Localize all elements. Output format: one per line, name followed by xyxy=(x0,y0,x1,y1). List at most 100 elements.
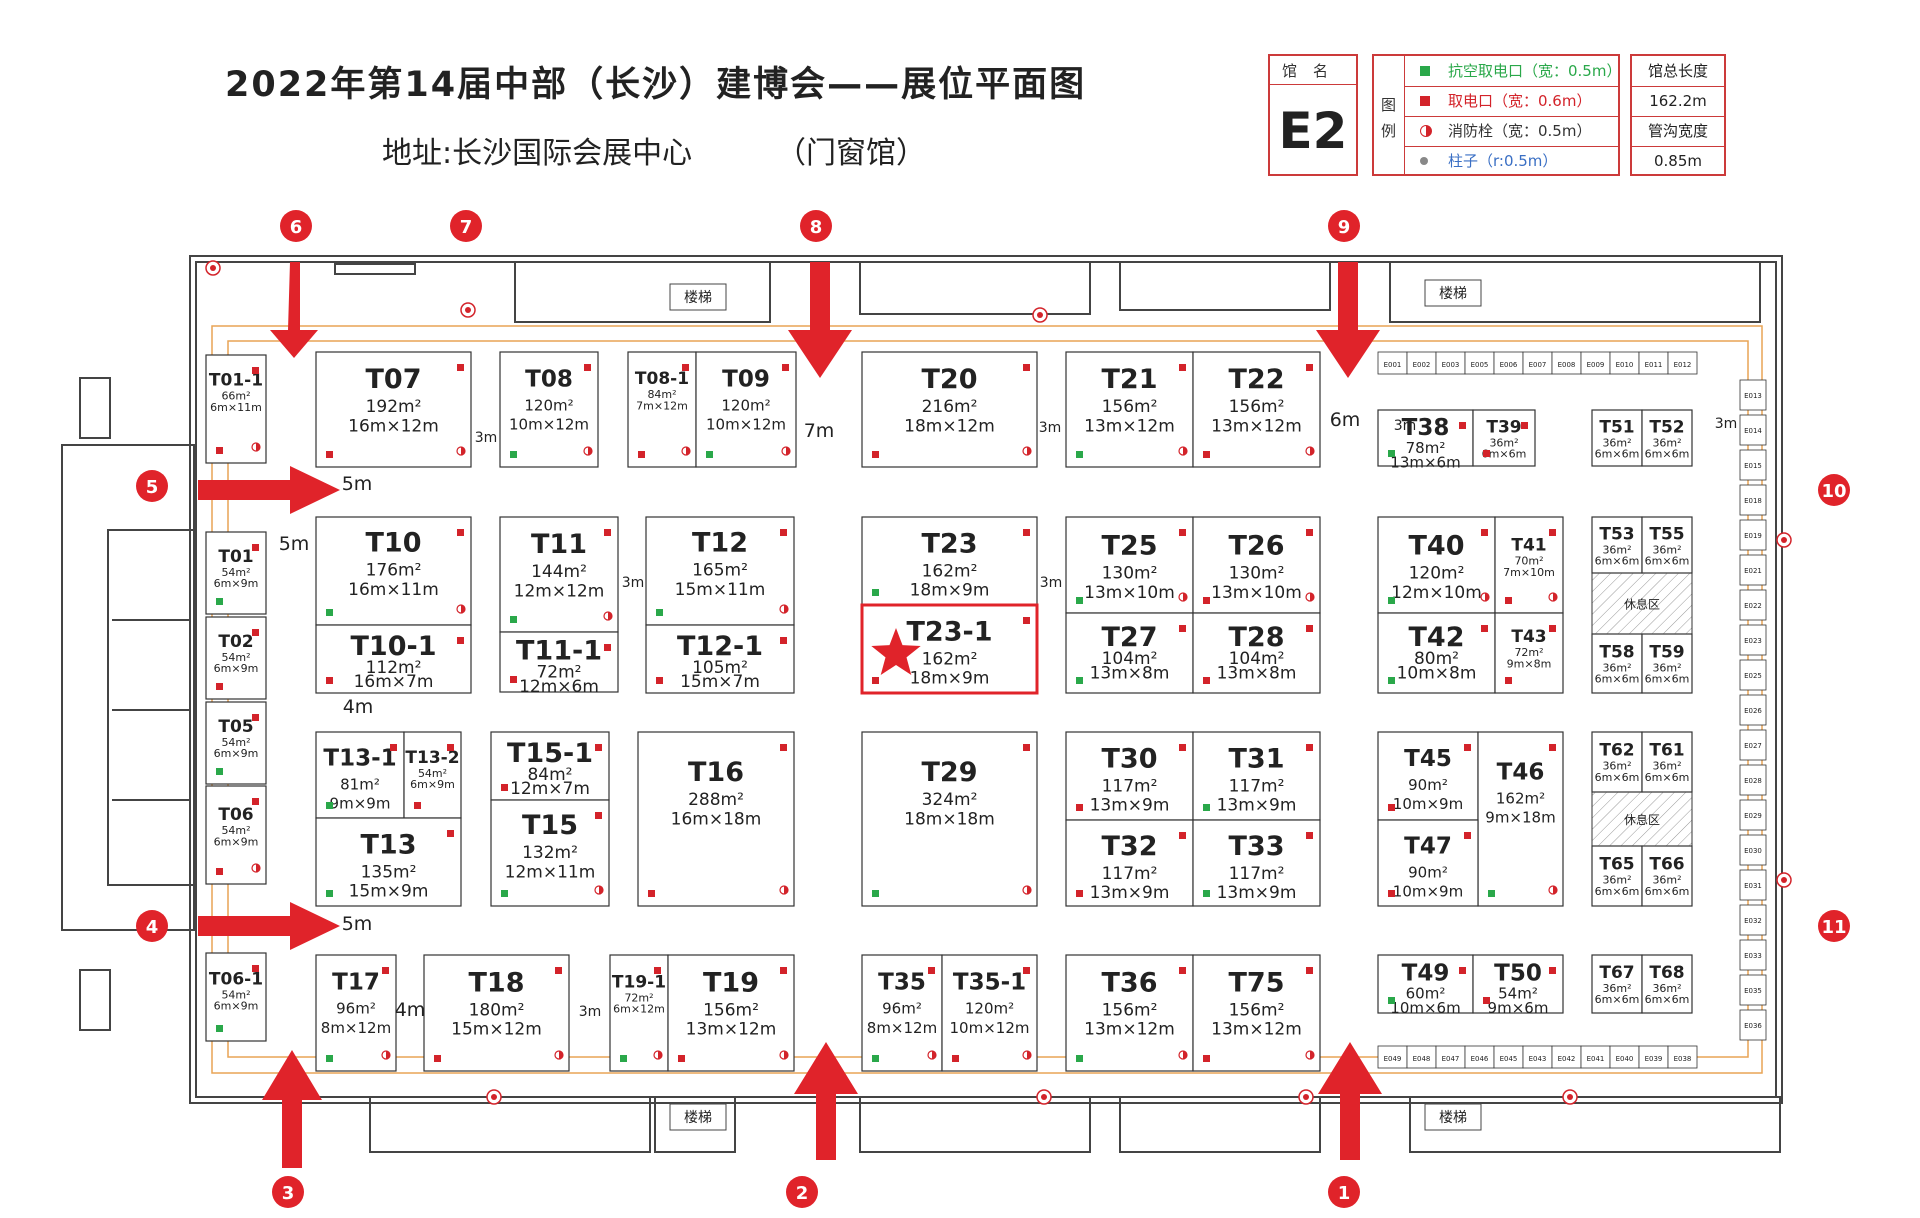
red-square-icon xyxy=(1179,744,1186,751)
booth-dims: 6m×6m xyxy=(1482,448,1527,461)
booth-area: 66m² xyxy=(221,390,250,403)
green-square-icon xyxy=(1388,450,1395,457)
booth-outline xyxy=(1192,351,1321,468)
booth-outline xyxy=(423,954,570,1072)
entrance-number: 11 xyxy=(1821,917,1846,938)
red-square-icon xyxy=(604,529,611,536)
red-square-icon xyxy=(1483,450,1490,457)
booth-code: T23 xyxy=(922,528,978,559)
red-square-icon xyxy=(252,798,259,805)
booth-outline xyxy=(861,731,1038,907)
red-square-icon xyxy=(1481,529,1488,536)
booth-area: 36m² xyxy=(1602,661,1631,674)
booth-dims: 6m×9m xyxy=(410,778,455,791)
booth-area: 36m² xyxy=(1602,760,1631,773)
green-square-icon xyxy=(1388,677,1395,684)
highlighted-booth-outline xyxy=(860,603,1039,695)
booth-outline xyxy=(499,516,619,633)
booth-code: T40 xyxy=(1409,531,1465,562)
booth-dims: 16m×18m xyxy=(671,809,762,829)
booth-dims: 12m×10m xyxy=(1391,583,1482,603)
booth-dims: 13m×9m xyxy=(1090,883,1170,903)
booth-outline xyxy=(645,624,795,694)
booth-dims: 10m×9m xyxy=(1393,795,1463,813)
booth-area: 36m² xyxy=(1652,760,1681,773)
half-circle-fill xyxy=(1027,447,1031,455)
red-square-icon xyxy=(1549,967,1556,974)
legend-row-hydrant: 消防栓（宽：0.5m） xyxy=(1404,116,1618,147)
booth-outline xyxy=(1192,516,1321,614)
booth-dims: 6m×6m xyxy=(1595,555,1640,568)
booth-area: 288m² xyxy=(688,790,744,810)
red-square-icon xyxy=(1023,364,1030,371)
stair-box xyxy=(669,283,727,311)
green-square-icon xyxy=(1076,451,1083,458)
booth-area: 117m² xyxy=(1229,776,1285,796)
booth-code: T06-1 xyxy=(209,969,263,989)
half-circle-fill xyxy=(559,1051,563,1059)
booth-code: T10 xyxy=(366,528,422,559)
red-square-icon xyxy=(457,364,464,371)
booth-outline xyxy=(315,516,472,626)
green-square-icon xyxy=(216,598,223,605)
small-booth-code: E041 xyxy=(1587,1055,1605,1063)
small-booth xyxy=(1739,379,1767,411)
aisle-width-label: 7m xyxy=(804,420,835,442)
top-service-block xyxy=(859,261,1091,315)
booth-outline xyxy=(1641,633,1693,694)
booth-code: T33 xyxy=(1229,831,1285,862)
booth-area: 54m² xyxy=(221,824,250,837)
red-square-icon xyxy=(595,812,602,819)
booth-outline xyxy=(315,954,397,1072)
booth-outline xyxy=(1641,731,1693,793)
booth-outline xyxy=(315,351,472,468)
entrance-number: 6 xyxy=(290,217,303,238)
booth-code: T01 xyxy=(218,547,253,567)
arrow-right-icon xyxy=(198,902,340,950)
red-square-icon xyxy=(434,1055,441,1062)
booth-dims: 6m×9m xyxy=(214,1000,259,1013)
booth-dims: 13m×12m xyxy=(1211,1020,1302,1040)
booth-code: T46 xyxy=(1497,759,1545,785)
booth-outline xyxy=(1065,819,1194,907)
booth-dims: 13m×12m xyxy=(1084,1020,1175,1040)
booth-area: 54m² xyxy=(418,767,447,780)
booth-code: T16 xyxy=(688,757,744,788)
booth-code: T26 xyxy=(1229,531,1285,562)
booth-dims: 6m×6m xyxy=(1645,555,1690,568)
green-square-icon xyxy=(216,768,223,775)
hydrant-core xyxy=(491,1094,497,1100)
booth-area: 36m² xyxy=(1602,982,1631,995)
small-booth-code: E033 xyxy=(1744,952,1762,960)
half-circle-fill xyxy=(1183,447,1187,455)
booth-area: 156m² xyxy=(1102,397,1158,417)
small-booth-code: E032 xyxy=(1744,917,1762,925)
small-booth xyxy=(1739,624,1767,656)
booth-code: T28 xyxy=(1229,622,1285,653)
booth-dims: 10m×12m xyxy=(950,1019,1030,1037)
small-booth xyxy=(1739,834,1767,866)
booth-code: T19-1 xyxy=(612,972,666,992)
booth-code: T01-1 xyxy=(209,371,263,391)
booth-code: T13 xyxy=(361,829,417,860)
entrance-number: 9 xyxy=(1338,217,1351,238)
booth-area: 192m² xyxy=(366,397,422,417)
small-booth-code: E009 xyxy=(1587,361,1605,369)
booth-dims: 18m×12m xyxy=(904,416,995,436)
booth-area: 104m² xyxy=(1229,649,1285,669)
entrance-badge-icon xyxy=(1818,474,1850,506)
booth-area: 60m² xyxy=(1406,984,1446,1002)
booth-area: 36m² xyxy=(1652,436,1681,449)
small-booth-code: E036 xyxy=(1744,1022,1762,1030)
red-square-icon xyxy=(1464,744,1471,751)
hall-length-label: 馆总长度 xyxy=(1632,56,1724,87)
booth-outline xyxy=(1641,954,1693,1014)
entrance-badge-icon xyxy=(786,1176,818,1208)
